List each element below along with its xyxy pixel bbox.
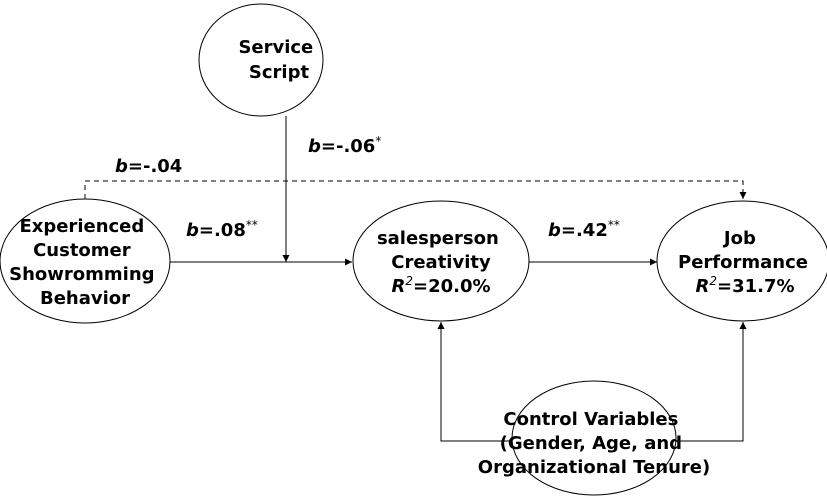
control-variables-node — [511, 380, 677, 496]
job-performance-label: Job Performance — [678, 228, 808, 273]
creativity-node — [352, 200, 530, 322]
creativity-label: salesperson Creativity — [377, 228, 505, 273]
control-variables-label: Control Variables (Gender, Age, and Orga… — [478, 409, 710, 478]
control-to-performance-path — [676, 322, 747, 442]
job-performance-r2: R2=31.7% — [695, 274, 794, 297]
coef-moderation: b=-.06* — [308, 134, 381, 157]
experienced-behavior-label: Experienced Customer Showromming Behavio… — [9, 216, 161, 309]
control-to-creativity-path — [437, 322, 512, 442]
service-script-label: Service Script — [238, 37, 319, 83]
creativity-r2: R2=20.0% — [391, 274, 490, 297]
coef-to-performance: b=.42** — [548, 218, 620, 241]
coef-direct: b=-.04 — [115, 156, 182, 177]
direct-path-dashed — [84, 180, 747, 199]
job-performance-node — [656, 200, 827, 322]
service-script-node — [198, 3, 324, 117]
coef-to-creativity: b=.08** — [186, 218, 258, 241]
